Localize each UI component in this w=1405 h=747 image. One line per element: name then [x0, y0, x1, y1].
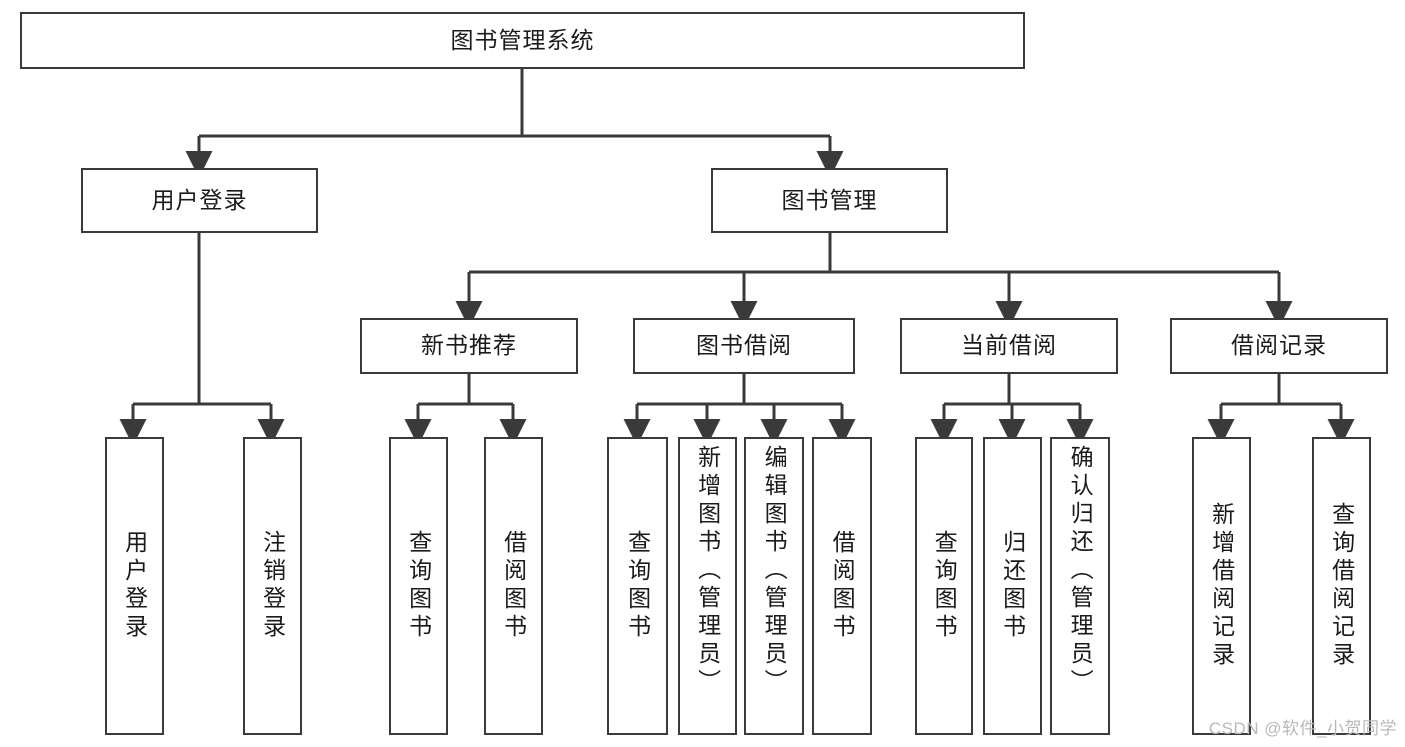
node-leaf-add-record[interactable]: 新增借阅记录 — [1192, 437, 1251, 735]
node-leaf-user-login-label: 用户登录 — [121, 530, 148, 642]
node-leaf-user-login[interactable]: 用户登录 — [105, 437, 164, 735]
node-leaf-return-book[interactable]: 归还图书 — [983, 437, 1042, 735]
node-leaf-query-book-1[interactable]: 查询图书 — [389, 437, 448, 735]
node-leaf-edit-book-label: 编辑图书（管理员） — [761, 445, 788, 697]
node-leaf-user-logout-label: 注销登录 — [259, 530, 286, 642]
node-borrow-record-label: 借阅记录 — [1231, 332, 1327, 359]
node-leaf-query-book-3-label: 查询图书 — [931, 530, 958, 642]
node-leaf-query-book-1-label: 查询图书 — [405, 530, 432, 642]
node-leaf-confirm-return-label: 确认归还（管理员） — [1067, 445, 1094, 697]
node-leaf-add-book-label: 新增图书（管理员） — [694, 445, 721, 697]
node-user-login[interactable]: 用户登录 — [81, 168, 318, 233]
node-leaf-query-book-2[interactable]: 查询图书 — [607, 437, 668, 735]
node-book-borrow[interactable]: 图书借阅 — [633, 318, 855, 374]
node-leaf-query-book-2-label: 查询图书 — [624, 530, 651, 642]
node-root-label: 图书管理系统 — [450, 26, 595, 53]
node-leaf-user-logout[interactable]: 注销登录 — [243, 437, 302, 735]
node-leaf-borrow-book-1[interactable]: 借阅图书 — [484, 437, 543, 735]
node-leaf-query-record[interactable]: 查询借阅记录 — [1312, 437, 1371, 735]
node-leaf-query-book-3[interactable]: 查询图书 — [915, 437, 973, 735]
node-leaf-borrow-book-1-label: 借阅图书 — [500, 530, 527, 642]
node-current-borrow-label: 当前借阅 — [961, 332, 1057, 359]
node-user-login-label: 用户登录 — [151, 186, 248, 213]
node-leaf-borrow-book-2-label: 借阅图书 — [829, 530, 856, 642]
node-new-book-rec[interactable]: 新书推荐 — [360, 318, 578, 374]
node-book-manage[interactable]: 图书管理 — [711, 168, 948, 233]
node-root[interactable]: 图书管理系统 — [20, 12, 1025, 69]
node-book-manage-label: 图书管理 — [781, 186, 878, 213]
node-book-borrow-label: 图书借阅 — [696, 332, 792, 359]
node-leaf-return-book-label: 归还图书 — [999, 530, 1026, 642]
node-leaf-add-book[interactable]: 新增图书（管理员） — [678, 437, 737, 735]
node-leaf-borrow-book-2[interactable]: 借阅图书 — [812, 437, 872, 735]
node-new-book-rec-label: 新书推荐 — [421, 332, 517, 359]
node-current-borrow[interactable]: 当前借阅 — [900, 318, 1118, 374]
node-leaf-query-record-label: 查询借阅记录 — [1328, 502, 1355, 670]
node-leaf-edit-book[interactable]: 编辑图书（管理员） — [744, 437, 804, 735]
watermark: CSDN @软件_小贺同学 — [1208, 719, 1397, 738]
node-leaf-add-record-label: 新增借阅记录 — [1208, 502, 1235, 670]
node-leaf-confirm-return[interactable]: 确认归还（管理员） — [1050, 437, 1110, 735]
node-borrow-record[interactable]: 借阅记录 — [1170, 318, 1388, 374]
